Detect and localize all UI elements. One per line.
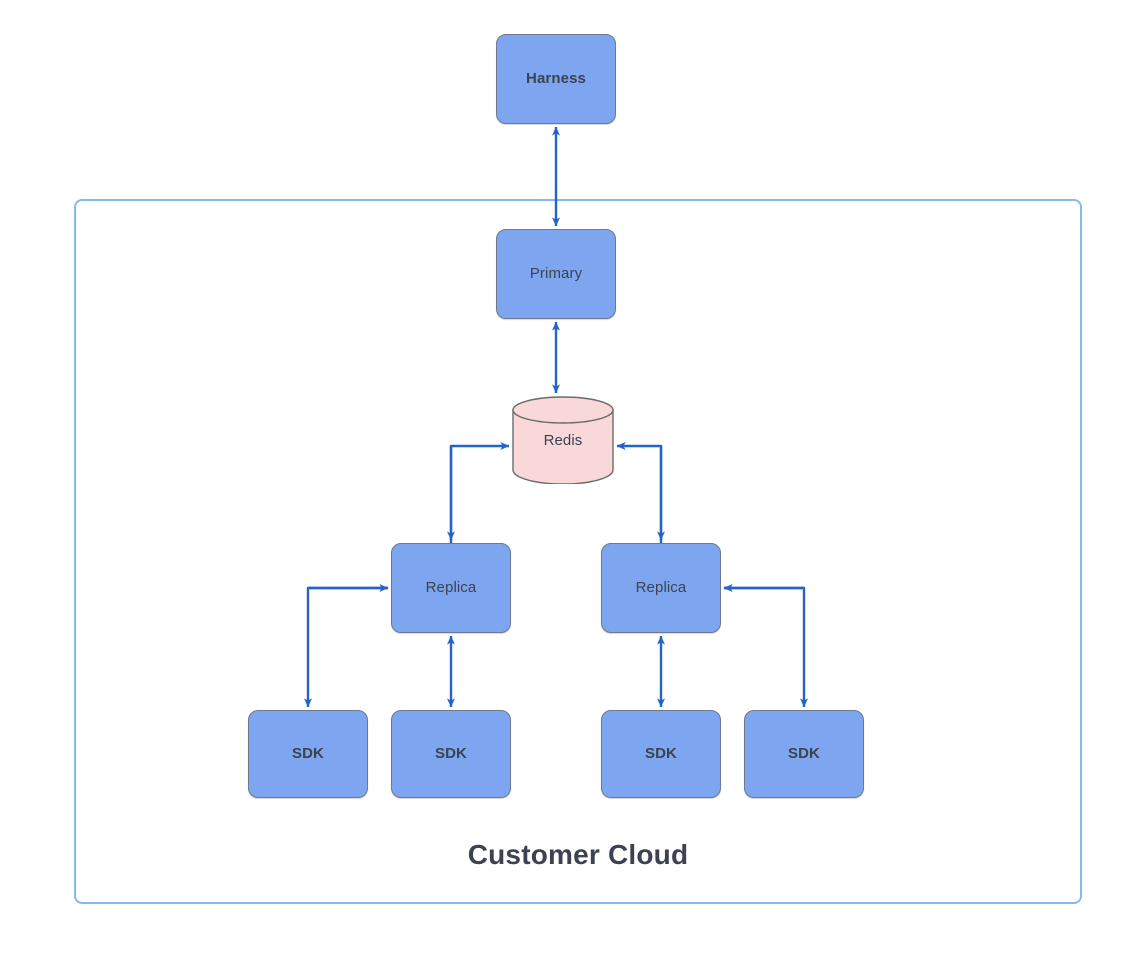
node-replica-left[interactable]: Replica [391, 543, 511, 633]
node-harness-label: Harness [526, 70, 586, 87]
node-sdk-1[interactable]: SDK [248, 710, 368, 798]
node-sdk-4-label: SDK [788, 745, 820, 762]
node-replica-right-label: Replica [635, 579, 687, 596]
node-sdk-2-label: SDK [435, 745, 467, 762]
node-redis-label: Redis [543, 432, 583, 449]
cylinder-icon [512, 396, 614, 484]
node-sdk-3[interactable]: SDK [601, 710, 721, 798]
node-harness[interactable]: Harness [496, 34, 616, 124]
node-primary[interactable]: Primary [496, 229, 616, 319]
node-replica-right[interactable]: Replica [601, 543, 721, 633]
node-primary-label: Primary [529, 265, 583, 282]
node-redis-datastore[interactable]: Redis [512, 396, 614, 484]
node-sdk-4[interactable]: SDK [744, 710, 864, 798]
node-replica-left-label: Replica [425, 579, 477, 596]
node-sdk-1-label: SDK [292, 745, 324, 762]
node-sdk-3-label: SDK [645, 745, 677, 762]
customer-cloud-label: Customer Cloud [467, 839, 689, 870]
node-sdk-2[interactable]: SDK [391, 710, 511, 798]
